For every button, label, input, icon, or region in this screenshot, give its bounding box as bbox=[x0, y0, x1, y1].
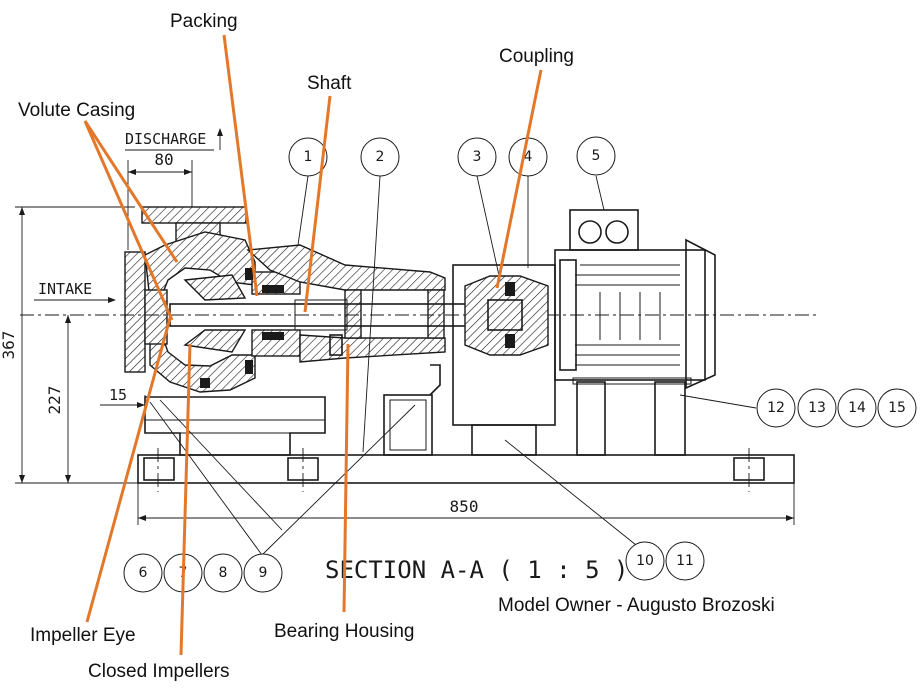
bubble-1: 1 bbox=[288, 137, 328, 177]
volute-casing-label: Volute Casing bbox=[18, 100, 135, 121]
part-labels: Packing Shaft Coupling Volute Casing Imp… bbox=[18, 11, 574, 682]
coupling-callout-line bbox=[495, 69, 543, 289]
closed-impellers-callout-line bbox=[179, 343, 192, 656]
number-bubbles: 1 2 3 4 5 6 7 8 9 10 11 12 13 14 15 bbox=[123, 136, 917, 593]
svg-text:11: 11 bbox=[676, 553, 694, 569]
height-227-dim: 227 bbox=[45, 386, 64, 415]
svg-text:9: 9 bbox=[259, 565, 268, 581]
bubble-5: 5 bbox=[576, 136, 616, 176]
model-owner-text: Model Owner - Augusto Brozoski bbox=[498, 595, 775, 616]
svg-text:13: 13 bbox=[808, 400, 826, 416]
impeller-eye-label: Impeller Eye bbox=[30, 625, 136, 646]
bearing-housing-callout-line bbox=[342, 343, 350, 613]
svg-text:8: 8 bbox=[219, 565, 228, 581]
shaft-label: Shaft bbox=[307, 73, 352, 94]
height-367-dim: 367 bbox=[0, 331, 18, 360]
svg-text:4: 4 bbox=[524, 149, 533, 165]
coupling-drawing bbox=[464, 275, 549, 356]
base-length-dim: 850 bbox=[450, 497, 479, 516]
motor-drawing bbox=[554, 209, 716, 390]
bubble-3: 3 bbox=[457, 137, 497, 177]
svg-text:14: 14 bbox=[848, 400, 866, 416]
impeller-eye-callout-line bbox=[85, 317, 172, 623]
bubble-8: 8 bbox=[203, 553, 243, 593]
orange-callouts bbox=[83, 34, 543, 656]
bubble-12: 12 bbox=[756, 388, 796, 428]
bubble-11: 11 bbox=[665, 541, 705, 581]
svg-text:10: 10 bbox=[636, 553, 654, 569]
svg-text:15: 15 bbox=[888, 400, 906, 416]
svg-text:6: 6 bbox=[139, 565, 148, 581]
bubble-4: 4 bbox=[508, 137, 548, 177]
svg-text:1: 1 bbox=[304, 149, 313, 165]
volute-callout-line-2 bbox=[83, 120, 174, 321]
svg-text:12: 12 bbox=[767, 400, 785, 416]
bearing-housing-drawing bbox=[246, 244, 446, 396]
offset-15-dim: 15 bbox=[109, 386, 127, 404]
coupling-label: Coupling bbox=[499, 46, 574, 67]
bubble-10: 10 bbox=[625, 541, 665, 581]
svg-text:5: 5 bbox=[592, 148, 601, 164]
black-leaders bbox=[149, 175, 757, 556]
intake-label: INTAKE bbox=[38, 280, 92, 298]
discharge-width-dim: 80 bbox=[154, 150, 173, 169]
dimensions: 80 DISCHARGE INTAKE 367 227 15 850 bbox=[0, 128, 795, 525]
section-title: SECTION A-A ( 1 : 5 ) bbox=[325, 556, 628, 584]
bubble-6: 6 bbox=[123, 553, 163, 593]
volute-callout-line bbox=[83, 120, 179, 263]
bubble-15: 15 bbox=[877, 388, 917, 428]
discharge-label: DISCHARGE bbox=[125, 130, 206, 148]
closed-impellers-label: Closed Impellers bbox=[88, 661, 230, 682]
packing-label: Packing bbox=[170, 11, 238, 32]
bearing-housing-label: Bearing Housing bbox=[274, 621, 414, 642]
bubble-14: 14 bbox=[837, 388, 877, 428]
svg-text:3: 3 bbox=[473, 149, 482, 165]
svg-text:2: 2 bbox=[376, 149, 385, 165]
bubble-13: 13 bbox=[797, 388, 837, 428]
pump-casing bbox=[124, 206, 301, 393]
bubble-9: 9 bbox=[243, 553, 283, 593]
shaft-callout-line bbox=[303, 95, 332, 313]
bubble-2: 2 bbox=[360, 137, 400, 177]
packing-callout-line bbox=[222, 34, 259, 297]
